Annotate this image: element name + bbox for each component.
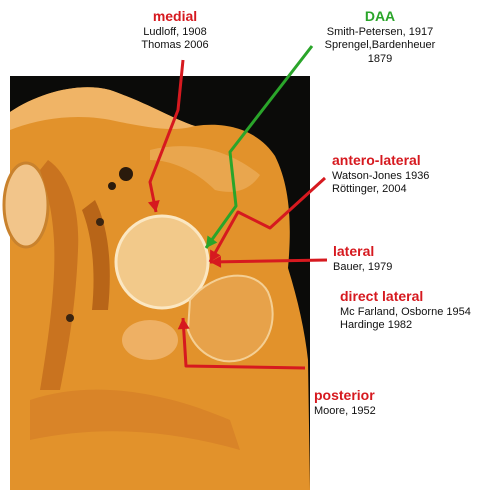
daa-arrow xyxy=(204,45,314,249)
daa-ref-2: Sprengel,Bardenheuer xyxy=(324,39,436,52)
greater-trochanter xyxy=(186,274,274,363)
vessel-2 xyxy=(108,182,116,190)
antero-lateral-arrow xyxy=(208,176,327,263)
medial-ref-2: Thomas 2006 xyxy=(141,39,209,52)
lateral-arrow xyxy=(209,258,328,264)
upper-fascia xyxy=(10,87,195,130)
daa-approach-label: DAA Smith-Petersen, 1917 Sprengel,Barden… xyxy=(310,8,450,67)
vessel-3 xyxy=(96,218,104,226)
vessel-4 xyxy=(66,314,74,322)
muscle-band-3 xyxy=(30,389,240,450)
posterior-title: posterior xyxy=(314,387,375,403)
medial-title: medial xyxy=(152,8,198,24)
direct-lateral-approach-label: direct lateral Mc Farland, Osborne 1954 … xyxy=(340,288,471,333)
direct-lateral-ref-1: Mc Farland, Osborne 1954 xyxy=(340,305,471,318)
daa-title: DAA xyxy=(364,8,396,24)
daa-ref-1: Smith-Petersen, 1917 xyxy=(326,25,434,38)
daa-arrow-head xyxy=(206,235,218,248)
femoral-head xyxy=(116,216,208,308)
posterior-arrow-head xyxy=(177,318,190,330)
direct-lateral-title: direct lateral xyxy=(340,288,424,304)
posterior-structure xyxy=(122,320,178,360)
medial-structure-rim xyxy=(2,161,50,249)
antero-lateral-arrow-head xyxy=(210,249,221,262)
muscle-band-1 xyxy=(40,160,79,390)
posterior-ref-1: Moore, 1952 xyxy=(314,404,376,417)
antero-lateral-approach-label: antero-lateral Watson-Jones 1936 Rötting… xyxy=(332,152,429,197)
direct-lateral-ref-2: Hardinge 1982 xyxy=(340,319,413,332)
vessel-1 xyxy=(119,167,133,181)
femoral-head-rim xyxy=(114,214,210,310)
medial-arrow xyxy=(148,59,185,213)
posterior-approach-label: posterior Moore, 1952 xyxy=(314,387,376,418)
antero-lateral-ref-2: Röttinger, 2004 xyxy=(332,183,407,196)
antero-lateral-title: antero-lateral xyxy=(332,152,421,168)
daa-ref-3: 1879 xyxy=(367,53,393,65)
lateral-title: lateral xyxy=(333,243,375,259)
medial-arrow-head xyxy=(147,200,160,212)
medial-ref-1: Ludloff, 1908 xyxy=(143,25,207,38)
antero-lateral-ref-1: Watson-Jones 1936 xyxy=(332,169,430,182)
muscle-band-2 xyxy=(82,200,110,310)
posterior-arrow xyxy=(181,317,306,370)
lateral-arrow-head xyxy=(210,255,222,268)
lateral-approach-label: lateral Bauer, 1979 xyxy=(333,243,392,274)
approach-arrows xyxy=(147,45,328,370)
lateral-ref-1: Bauer, 1979 xyxy=(333,260,393,273)
medial-approach-label: medial Ludloff, 1908 Thomas 2006 xyxy=(130,8,220,53)
medial-structure xyxy=(4,163,48,247)
